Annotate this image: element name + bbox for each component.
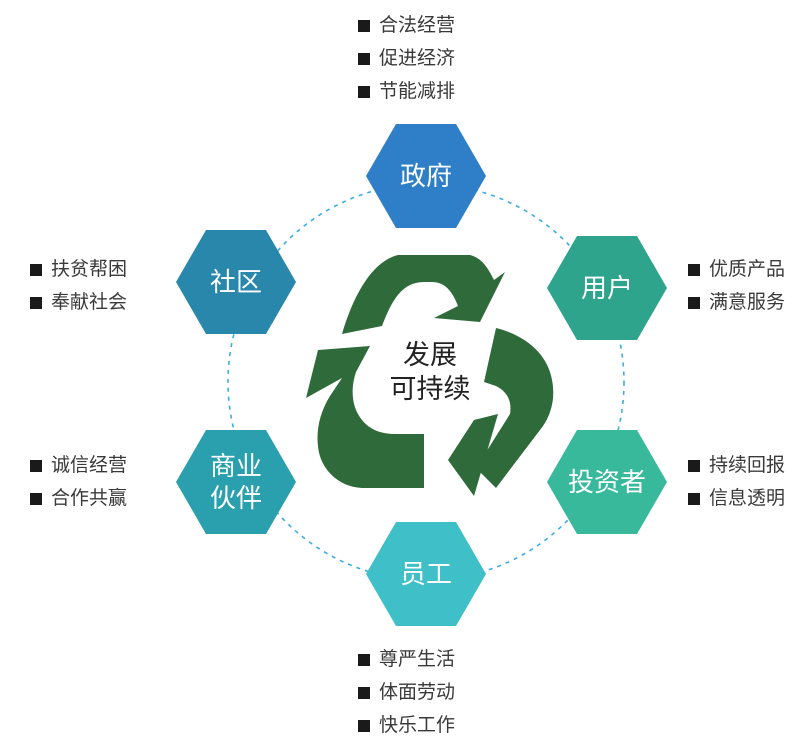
square-bullet-icon <box>358 53 370 65</box>
bullet-item: 信息透明 <box>688 482 785 515</box>
bullet-text: 合作共赢 <box>51 487 128 509</box>
center-title-line2: 可持续 <box>390 374 471 405</box>
hex-node-employees: 员工 <box>366 522 486 626</box>
hexagon-shape <box>176 430 296 534</box>
hexagon-shape <box>547 236 667 340</box>
hex-node-users: 用户 <box>547 236 667 340</box>
bullet-text: 信息透明 <box>709 487 786 509</box>
square-bullet-icon <box>358 687 370 699</box>
bullet-item: 诚信经营 <box>30 449 127 482</box>
bullet-item: 奉献社会 <box>30 286 127 319</box>
bullet-text: 扶贫帮困 <box>51 258 128 280</box>
hex-node-community: 社区 <box>176 230 296 334</box>
bullet-item: 合作共赢 <box>30 482 127 515</box>
hex-label: 员工 <box>400 560 452 590</box>
hex-label: 用户 <box>581 274 633 304</box>
square-bullet-icon <box>688 460 700 472</box>
square-bullet-icon <box>30 297 42 309</box>
square-bullet-icon <box>358 20 370 32</box>
square-bullet-icon <box>358 654 370 666</box>
recycle-arrow-top <box>342 255 505 334</box>
center-title-line1: 发展 <box>403 340 457 371</box>
hexagon-shape <box>366 522 486 626</box>
bullet-item: 快乐工作 <box>358 709 455 742</box>
square-bullet-icon <box>358 720 370 732</box>
square-bullet-icon <box>688 493 700 505</box>
hex-label: 政府 <box>400 162 452 192</box>
bullet-item: 节能减排 <box>358 75 455 108</box>
bullet-item: 合法经营 <box>358 9 455 42</box>
bullet-item: 满意服务 <box>688 286 785 319</box>
dashed-orbit <box>227 183 625 581</box>
square-bullet-icon <box>30 264 42 276</box>
square-bullet-icon <box>30 493 42 505</box>
users-bullets: 优质产品满意服务 <box>688 253 785 319</box>
bullet-text: 合法经营 <box>379 14 456 36</box>
recycle-arrow-left <box>306 346 424 488</box>
bullet-item: 促进经济 <box>358 42 455 75</box>
recycle-arrow-right <box>448 328 554 496</box>
hexagon-shape <box>366 124 486 228</box>
bullet-item: 优质产品 <box>688 253 785 286</box>
bullet-item: 体面劳动 <box>358 676 455 709</box>
bullet-text: 持续回报 <box>709 454 786 476</box>
hexagon-shape <box>547 430 667 534</box>
hex-label: 社区 <box>210 268 262 298</box>
government-bullets: 合法经营促进经济节能减排 <box>358 9 455 108</box>
community-bullets: 扶贫帮困奉献社会 <box>30 253 127 319</box>
square-bullet-icon <box>358 86 370 98</box>
bullet-text: 优质产品 <box>709 258 786 280</box>
square-bullet-icon <box>688 264 700 276</box>
bullet-text: 满意服务 <box>709 291 786 313</box>
bullet-text: 节能减排 <box>379 80 456 102</box>
bullet-text: 尊严生活 <box>379 648 456 670</box>
square-bullet-icon <box>30 460 42 472</box>
bullet-item: 尊严生活 <box>358 643 455 676</box>
hex-node-investors: 投资者 <box>547 430 667 534</box>
investors-bullets: 持续回报信息透明 <box>688 449 785 515</box>
square-bullet-icon <box>688 297 700 309</box>
employees-bullets: 尊严生活体面劳动快乐工作 <box>358 643 455 742</box>
bullet-text: 体面劳动 <box>379 681 456 703</box>
hex-label: 投资者 <box>568 468 646 498</box>
bullet-text: 促进经济 <box>379 47 456 69</box>
bullet-item: 持续回报 <box>688 449 785 482</box>
bullet-text: 诚信经营 <box>51 454 128 476</box>
hex-label: 伙伴 <box>210 484 262 514</box>
recycle-arrows <box>306 255 554 496</box>
hex-node-government: 政府 <box>366 124 486 228</box>
bullet-item: 扶贫帮困 <box>30 253 127 286</box>
bullet-text: 奉献社会 <box>51 291 128 313</box>
bullet-text: 快乐工作 <box>379 714 456 736</box>
hex-label: 商业 <box>210 452 262 482</box>
partners-bullets: 诚信经营合作共赢 <box>30 449 127 515</box>
hexagon-shape <box>176 230 296 334</box>
